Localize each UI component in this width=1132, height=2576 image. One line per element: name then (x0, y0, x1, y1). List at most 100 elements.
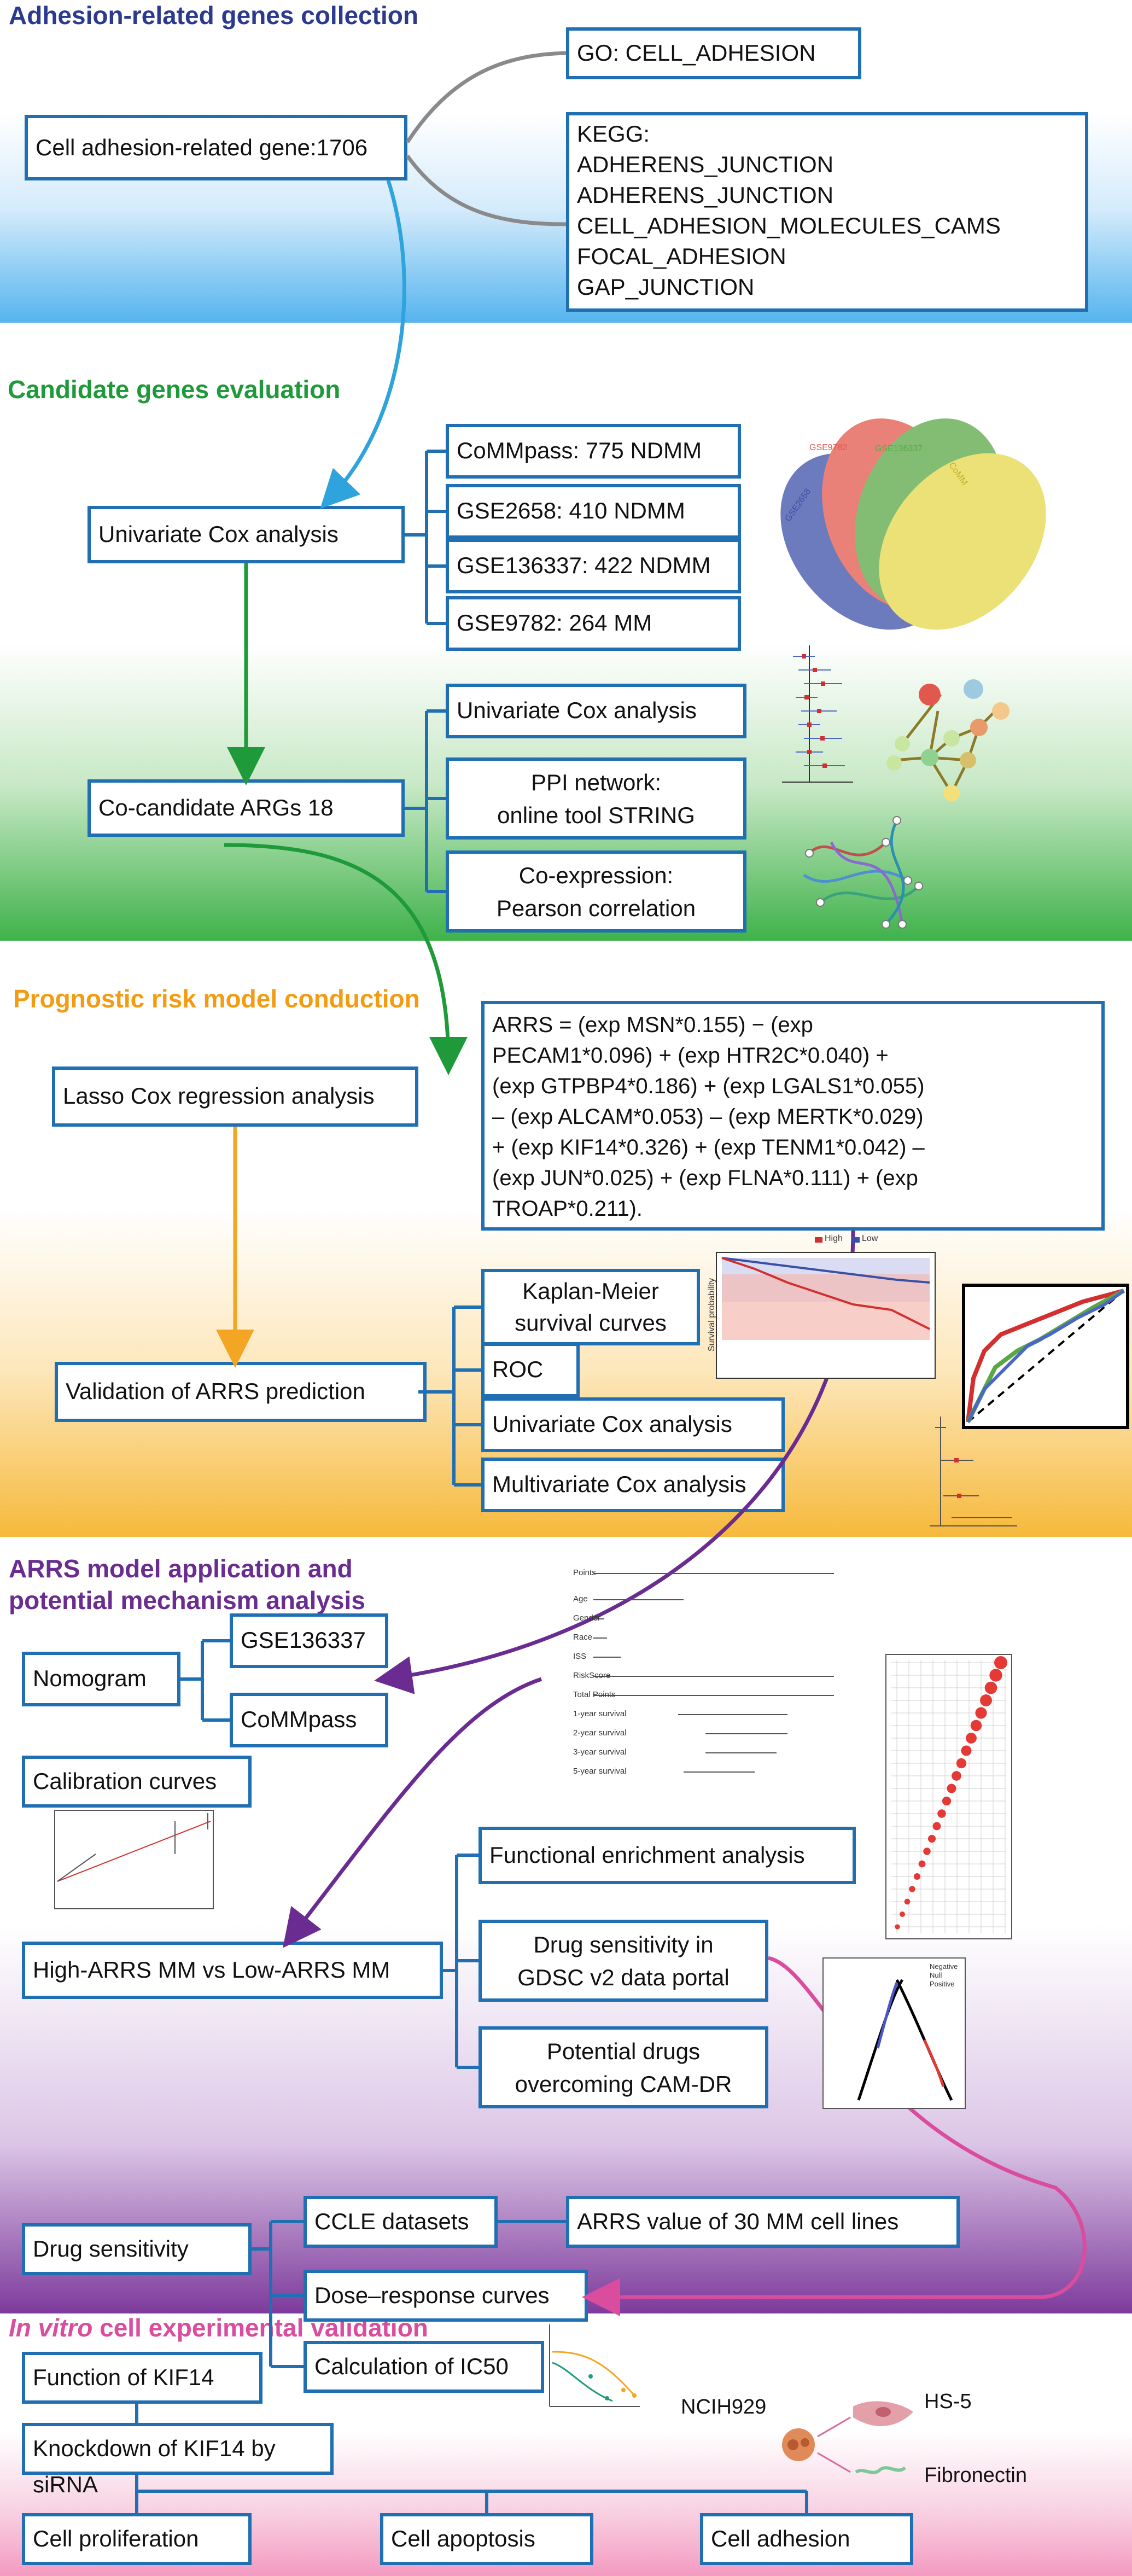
forest-plot-2 (930, 1417, 1017, 1526)
calibration-plot (54, 1810, 214, 1909)
km-legend-high: High (825, 1234, 843, 1243)
coexpr-line-2: Pearson correlation (496, 895, 696, 921)
dot-plot-point (952, 1771, 961, 1781)
roc-box: ROC (481, 1343, 580, 1397)
gse2658-box: GSE2658: 410 NDMM (446, 484, 741, 539)
ppi-line-1: PPI network: (530, 770, 662, 795)
fibronectin-label: Fibronectin (924, 2464, 1027, 2487)
venn-label-gse9782: GSE9782 (809, 443, 848, 452)
multivariate-cox-box: Multivariate Cox analysis (481, 1458, 785, 1512)
coexpression-box: Co-expression: Pearson correlation (446, 850, 746, 933)
dot-plot-point (994, 1656, 1007, 1669)
section4-title-line1: ARRS model application and (9, 1554, 353, 1583)
formula-line-4: – (exp ALCAM*0.053) – (exp MERTK*0.029) (492, 1105, 924, 1129)
roc-plot (962, 1284, 1129, 1429)
dot-plot-point (970, 1720, 982, 1732)
adhesion-box: Cell adhesion (700, 2513, 913, 2565)
dot-plot-point (937, 1809, 946, 1818)
dot-plot-point (923, 1848, 931, 1855)
go-box: GO: CELL_ADHESION (566, 27, 861, 79)
dot-plot-point (942, 1796, 952, 1806)
section3-title: Prognostic risk model conduction (13, 984, 420, 1013)
gdsc-line-1: Drug sensitivity in (533, 1932, 714, 1957)
purple-highlow-arrow (283, 1677, 542, 1948)
nomogram-row-label: Total Points (573, 1690, 616, 1699)
kegg-connector (406, 154, 567, 226)
nomogram-row-label: 1-year survival (573, 1709, 627, 1718)
km-ylabel: Survival probability (707, 1278, 717, 1352)
kegg-line-6: GAP_JUNCTION (577, 274, 755, 300)
section5-title: In vitro cell experimental validation (9, 2312, 428, 2343)
ccle-box: CCLE datasets (304, 2196, 498, 2248)
kif14-function-box: Function of KIF14 (22, 2352, 262, 2404)
forest-plot-1 (782, 645, 853, 783)
dot-plot-point (966, 1733, 977, 1744)
kegg-line-2: ADHERENS_JUNCTION (577, 151, 834, 177)
nomogram-plot (593, 1573, 834, 1773)
ppi-network (886, 679, 1010, 801)
gdsc-line-2: GDSC v2 data portal (517, 1965, 730, 1990)
coexpr-line-1: Co-expression: (518, 862, 674, 888)
km-legend-low: Low (862, 1234, 878, 1243)
formula-line-5: + (exp KIF14*0.326) + (exp TENM1*0.042) … (492, 1135, 925, 1159)
nomogram-box: Nomogram (22, 1652, 180, 1706)
nomogram-row-label: ISS (573, 1652, 587, 1661)
nomogram-row-label: 5-year survival (573, 1767, 627, 1776)
formula-line-6: (exp JUN*0.025) + (exp FLNA*0.111) + (ex… (492, 1166, 918, 1190)
dot-plot-point (989, 1669, 1002, 1682)
univariate-cox-box-2: Univariate Cox analysis (446, 684, 746, 738)
commmpass-775-box: CoMMpass: 775 NDMM (446, 424, 741, 479)
section1-title: Adhesion-related genes collection (9, 1, 418, 30)
drug-legend-negative: Negative (930, 1962, 958, 1971)
dot-plot-point (932, 1822, 941, 1831)
arrs-value-box: ARRS value of 30 MM cell lines (566, 2196, 960, 2248)
univariate-cox-box-1: Univariate Cox analysis (87, 506, 405, 563)
dot-plot-point (984, 1681, 997, 1694)
ncih929-label: NCIH929 (681, 2396, 767, 2418)
arrs-formula-box: ARRS = (exp MSN*0.155) − (exp PECAM1*0.0… (481, 1001, 1105, 1231)
dot-plot-point (895, 1924, 900, 1930)
kif14-knockdown-box: Knockdown of KIF14 by siRNA (22, 2423, 334, 2497)
kegg-line-5: FOCAL_ADHESION (577, 243, 786, 269)
km-line-2: survival curves (515, 1310, 667, 1336)
dot-plot-point (913, 1873, 921, 1880)
validation-box: Validation of ARRS prediction (55, 1362, 427, 1422)
blue-arrow (320, 179, 406, 509)
cells-illustration (782, 2401, 913, 2474)
high-low-box: High-ARRS MM vs Low-ARRS MM (22, 1942, 443, 1999)
drug-sensitivity-box: Drug sensitivity (22, 2223, 252, 2275)
gse136337-422-box: GSE136337: 422 NDMM (446, 539, 741, 593)
ppi-box: PPI network: online tool STRING (446, 757, 746, 840)
univariate-cox-box-3: Univariate Cox analysis (481, 1397, 785, 1452)
cell-adhesion-genes-box: Cell adhesion-related gene:1706 (25, 115, 407, 180)
calibration-box: Calibration curves (22, 1756, 252, 1808)
ppi-line-2: online tool STRING (497, 802, 695, 828)
dot-plot-point (956, 1758, 967, 1769)
formula-line-7: TROAP*0.211). (492, 1197, 643, 1221)
nomogram-row-label: RiskScore (573, 1671, 611, 1680)
formula-line-1: ARRS = (exp MSN*0.155) − (exp (492, 1013, 813, 1037)
nomogram-row-label: Points (573, 1568, 596, 1577)
dot-plot-point (918, 1860, 926, 1868)
nomogram-row-label: Age (573, 1594, 588, 1604)
hs5-label: HS-5 (924, 2390, 972, 2413)
dot-plot-point (961, 1745, 972, 1756)
apoptosis-box: Cell apoptosis (380, 2513, 593, 2565)
gse9782-box: GSE9782: 264 MM (446, 596, 741, 651)
kegg-box: KEGG: ADHERENS_JUNCTION ADHERENS_JUNCTIO… (566, 112, 1088, 312)
km-box: Kaplan-Meier survival curves (481, 1269, 700, 1345)
kegg-line-4: CELL_ADHESION_MOLECULES_CAMS (577, 213, 1001, 238)
dose-response-box: Dose–response curves (304, 2270, 588, 2322)
ic50-box: Calculation of IC50 (304, 2341, 544, 2393)
km-plot (716, 1237, 936, 1379)
km-line-1: Kaplan-Meier (522, 1278, 659, 1304)
dot-plot-point (927, 1834, 936, 1843)
venn-label-gse136337: GSE136337 (875, 444, 923, 453)
nomogram-row-label: 2-year survival (573, 1728, 627, 1738)
nomogram-row-label: 3-year survival (573, 1747, 627, 1757)
proliferation-box: Cell proliferation (22, 2513, 252, 2565)
commmpass-box: CoMMpass (230, 1693, 388, 1747)
drug-scatter (822, 1957, 966, 2109)
